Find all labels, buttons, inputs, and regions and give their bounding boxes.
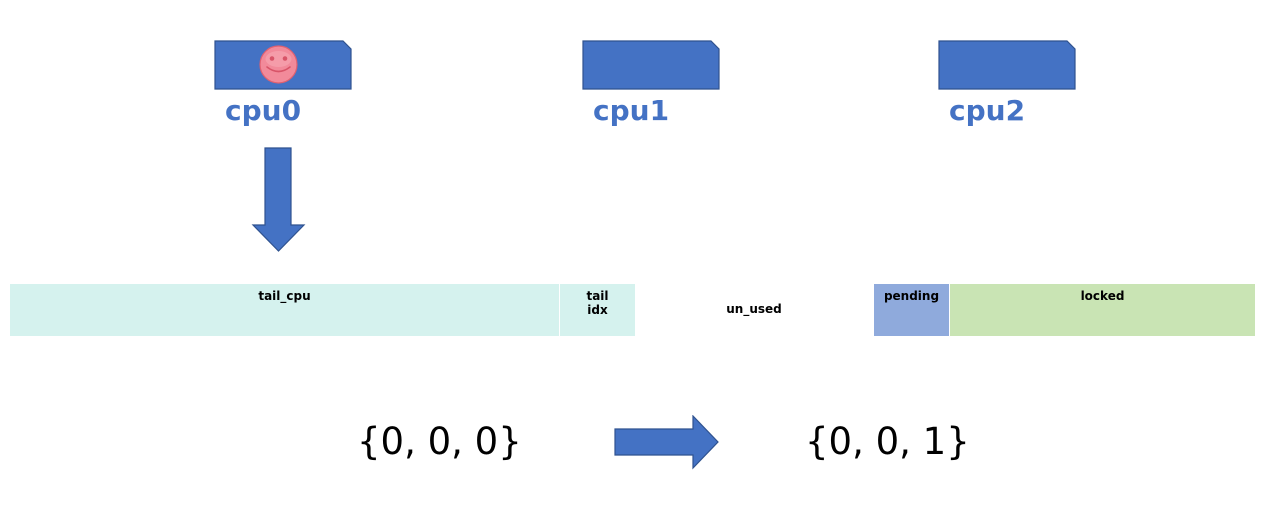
state-to: {0, 0, 1} <box>805 420 970 463</box>
locked-label: locked <box>1080 289 1125 303</box>
un-used-label: un_used <box>726 302 782 317</box>
right-arrow-icon <box>614 415 719 470</box>
un-used-field: un_used <box>635 284 873 336</box>
cpu-card-icon <box>938 40 1076 90</box>
cpu0-card <box>214 40 352 90</box>
down-arrow-icon <box>251 147 306 252</box>
cpu2-card <box>938 40 1076 90</box>
tail-cpu-label: tail_cpu <box>258 289 311 303</box>
cpu-card-icon <box>214 40 352 90</box>
tail-idx-field: tail idx <box>560 284 635 336</box>
tail-cpu-field: tail_cpu <box>10 284 559 336</box>
state-from: {0, 0, 0} <box>357 420 522 463</box>
cpu1-card <box>582 40 720 90</box>
cpu2-label: cpu2 <box>949 94 1026 127</box>
cpu-card-icon <box>582 40 720 90</box>
pending-label: pending <box>883 289 940 303</box>
tail-idx-label-line2: idx <box>587 303 608 318</box>
tail-idx-label-line1: tail <box>586 289 609 303</box>
smiley-face-icon <box>259 45 298 84</box>
locked-field: locked <box>950 284 1255 336</box>
pending-field: pending <box>874 284 949 336</box>
cpu0-label: cpu0 <box>225 94 302 127</box>
cpu1-label: cpu1 <box>593 94 670 127</box>
